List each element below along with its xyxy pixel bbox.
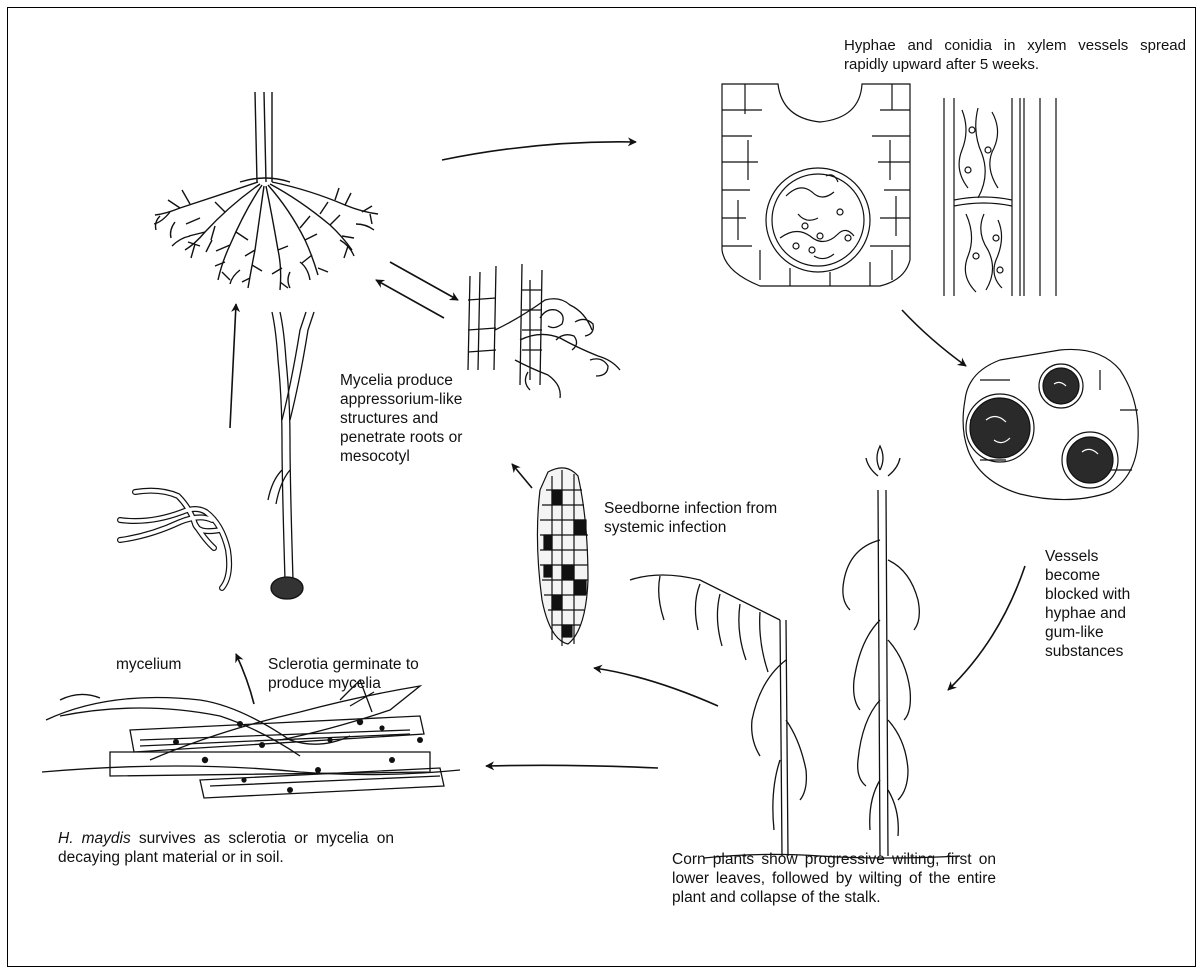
- survival-label: H. maydis survives as sclerotia or mycel…: [58, 829, 394, 867]
- corn-roots-illustration: [154, 92, 378, 290]
- arrow-vessels-to-plants: [948, 566, 1025, 690]
- arrow-debris-to-seedling: [236, 654, 254, 704]
- root-penetration-illustration: [468, 264, 620, 398]
- xylem-spread-label: Hyphae and conidia in xylem vessels spre…: [844, 36, 1186, 74]
- vessels-blocked-label: Vessels become blocked with hyphae and g…: [1045, 547, 1145, 661]
- mycelium-label: mycelium: [116, 655, 181, 674]
- seedborne-label: Seedborne infection from systemic infect…: [604, 499, 794, 537]
- appressoria-label: Mycelia produce appressorium-like struct…: [340, 371, 468, 466]
- arrow-seedling-to-roots: [230, 304, 236, 428]
- germinating-seedling-illustration: [268, 312, 314, 599]
- blocked-vessels-section: [963, 349, 1138, 499]
- disease-cycle-diagram: [0, 0, 1203, 932]
- infected-corn-ear-illustration: [537, 468, 588, 646]
- arrow-ear-to-penetration: [512, 464, 532, 488]
- arrow-plants-to-debris: [486, 765, 658, 768]
- decaying-plant-debris-illustration: [42, 680, 460, 798]
- sclerotia-germinate-label: Sclerotia germinate to produce mycelia: [268, 655, 468, 693]
- wilting-label: Corn plants show progressive wilting, fi…: [672, 850, 996, 907]
- arrow-roots-to-xylem: [442, 142, 636, 160]
- xylem-cross-section: [722, 84, 910, 286]
- mycelium-strands-illustration: [120, 491, 229, 588]
- arrow-plants-to-ear: [594, 668, 718, 706]
- pathogen-name: H. maydis: [58, 830, 131, 847]
- arrow-xylem-to-blocked: [902, 310, 966, 366]
- xylem-longitudinal-section: [944, 98, 1056, 296]
